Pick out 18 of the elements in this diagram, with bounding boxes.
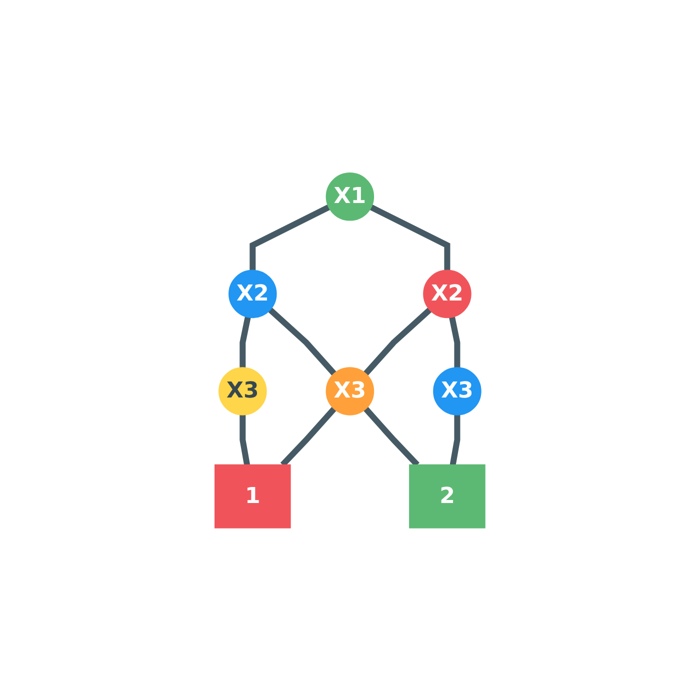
connector bbox=[240, 316, 251, 368]
connector bbox=[250, 204, 330, 270]
connector bbox=[450, 414, 460, 465]
connector bbox=[268, 307, 336, 376]
node-box: 2 bbox=[409, 464, 486, 528]
node-circle: X1 bbox=[326, 172, 374, 220]
node-circle: X2 bbox=[228, 269, 277, 318]
node-circle: X3 bbox=[218, 366, 267, 415]
connector bbox=[240, 414, 250, 465]
connector bbox=[364, 406, 420, 466]
node-circle: X3 bbox=[326, 366, 374, 415]
connector bbox=[280, 406, 336, 466]
connector bbox=[449, 316, 460, 368]
node-circle: X3 bbox=[433, 366, 482, 415]
node-circle: X2 bbox=[423, 269, 472, 318]
connector bbox=[364, 307, 432, 376]
node-box: 1 bbox=[214, 464, 291, 528]
connector bbox=[370, 204, 450, 270]
